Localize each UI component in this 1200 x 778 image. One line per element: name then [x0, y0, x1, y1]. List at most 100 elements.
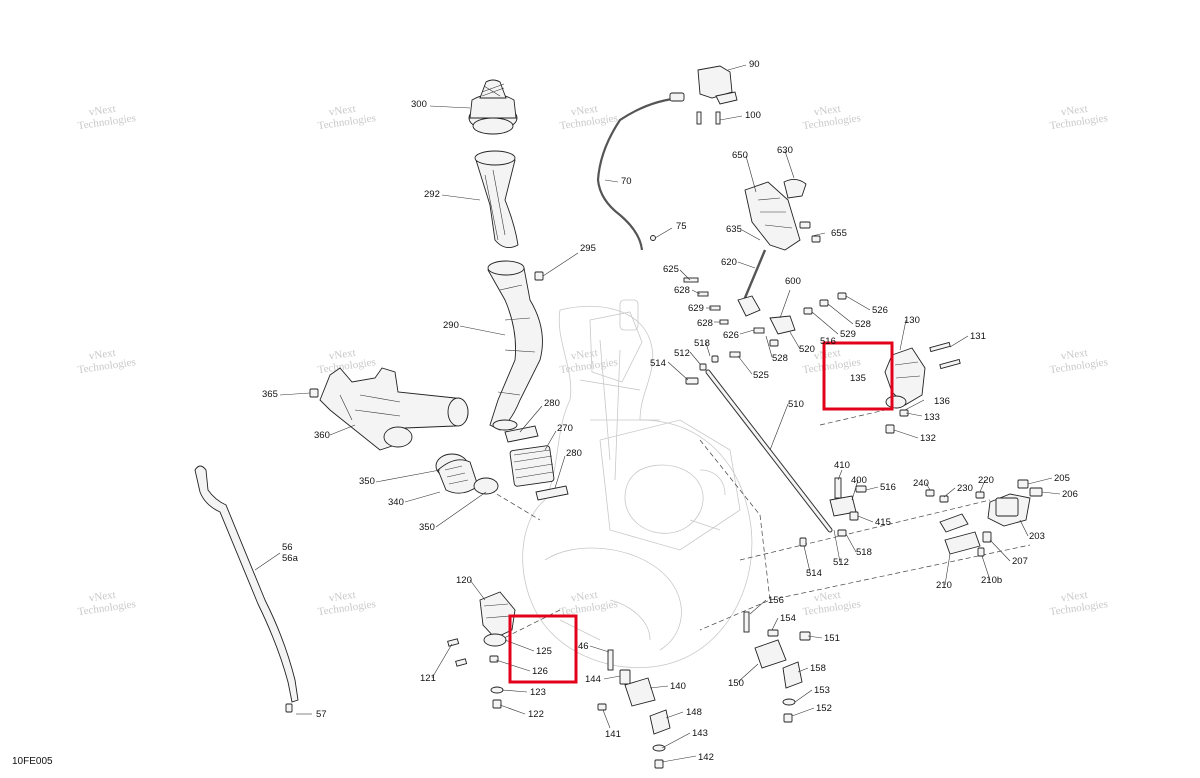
callout-57: 57 [316, 709, 327, 720]
leader-lines [254, 64, 1061, 763]
shift-rod-assembly [685, 355, 833, 533]
watermark-line1: vNext [1060, 347, 1088, 363]
callout-525: 525 [753, 370, 769, 381]
callout-131: 131 [970, 331, 986, 342]
callout-300: 300 [411, 99, 427, 110]
callout-518-b: 518 [856, 547, 872, 558]
callout-133: 133 [924, 412, 940, 423]
watermark-line1: vNext [570, 589, 598, 605]
callout-220: 220 [978, 475, 994, 486]
highlight-box-upper [822, 341, 894, 411]
callout-205: 205 [1054, 473, 1070, 484]
callout-350-a: 350 [359, 476, 375, 487]
watermark-line1: vNext [1060, 589, 1088, 605]
callout-46: 46 [578, 641, 589, 652]
callout-626: 626 [723, 330, 739, 341]
callout-158: 158 [810, 663, 826, 674]
callout-518-a: 518 [694, 338, 710, 349]
callout-labels: 300 292 290 295 365 360 350 340 350 280 … [262, 59, 1078, 763]
watermark-line2: Technologies [1049, 356, 1109, 376]
callout-148: 148 [686, 707, 702, 718]
callout-123: 123 [530, 687, 546, 698]
air-intake-assembly [468, 79, 579, 501]
watermark-line2: Technologies [317, 598, 377, 618]
drain-hose-assembly [194, 465, 299, 713]
callout-280-b: 280 [566, 448, 582, 459]
callout-528-a: 528 [855, 319, 871, 330]
callout-122: 122 [528, 709, 544, 720]
upper-mount-bracket [884, 341, 961, 434]
callout-655: 655 [831, 228, 847, 239]
callout-292: 292 [424, 189, 440, 200]
callout-135: 135 [850, 373, 866, 384]
diagram-code: 10FE005 [12, 756, 53, 767]
watermark-line1: vNext [1060, 103, 1088, 119]
watermark-line1: vNext [813, 347, 841, 363]
watermark-line1: vNext [88, 589, 116, 605]
shift-linkage-cluster [799, 477, 867, 547]
callout-203: 203 [1029, 531, 1045, 542]
watermark-line1: vNext [328, 347, 356, 363]
callout-516-a: 516 [820, 336, 836, 347]
callout-280-a: 280 [544, 398, 560, 409]
callout-415: 415 [875, 517, 891, 528]
callout-56: 56 [282, 542, 293, 553]
callout-136: 136 [934, 396, 950, 407]
callout-210: 210 [936, 580, 952, 591]
watermark-line2: Technologies [317, 356, 377, 376]
callout-365: 365 [262, 389, 278, 400]
watermark-line2: Technologies [1049, 112, 1109, 132]
shifter-bracket-assembly [683, 179, 847, 358]
callout-142: 142 [698, 752, 714, 763]
callout-125: 125 [536, 646, 552, 657]
callout-360: 360 [314, 430, 330, 441]
callout-650: 650 [732, 150, 748, 161]
callout-70: 70 [621, 176, 632, 187]
callout-230: 230 [957, 483, 973, 494]
callout-400: 400 [851, 475, 867, 486]
callout-629: 629 [688, 303, 704, 314]
callout-628-b: 628 [697, 318, 713, 329]
callout-514-a: 514 [650, 358, 666, 369]
callout-75: 75 [676, 221, 687, 232]
watermark-line2: Technologies [77, 112, 137, 132]
callout-510: 510 [788, 399, 804, 410]
watermark-line2: Technologies [802, 112, 862, 132]
callout-516-b: 516 [880, 482, 896, 493]
callout-151: 151 [824, 633, 840, 644]
watermark-line1: vNext [813, 589, 841, 605]
callout-152: 152 [816, 703, 832, 714]
callout-141: 141 [605, 729, 621, 740]
watermark-line2: Technologies [77, 598, 137, 618]
lower-duct-part [487, 260, 543, 431]
callout-528-b: 528 [772, 353, 788, 364]
callout-340: 340 [388, 497, 404, 508]
watermark-line2: Technologies [1049, 598, 1109, 618]
callout-56a: 56a [282, 553, 299, 564]
callout-100: 100 [745, 110, 761, 121]
callout-150: 150 [728, 678, 744, 689]
lower-mount-bracket [447, 591, 516, 709]
callout-153: 153 [814, 685, 830, 696]
callout-600: 600 [785, 276, 801, 287]
screw-295 [534, 252, 579, 281]
upper-duct-part [474, 150, 519, 249]
callout-410: 410 [834, 460, 850, 471]
callout-143: 143 [692, 728, 708, 739]
watermark-line2: Technologies [802, 598, 862, 618]
callout-140: 140 [670, 681, 686, 692]
watermark-line2: Technologies [317, 112, 377, 132]
watermark-layer: vNextTechnologiesvNextTechnologiesvNextT… [77, 103, 1109, 618]
callout-90: 90 [749, 59, 760, 70]
callout-295: 295 [580, 243, 596, 254]
callout-206: 206 [1062, 489, 1078, 500]
watermark-line1: vNext [88, 347, 116, 363]
